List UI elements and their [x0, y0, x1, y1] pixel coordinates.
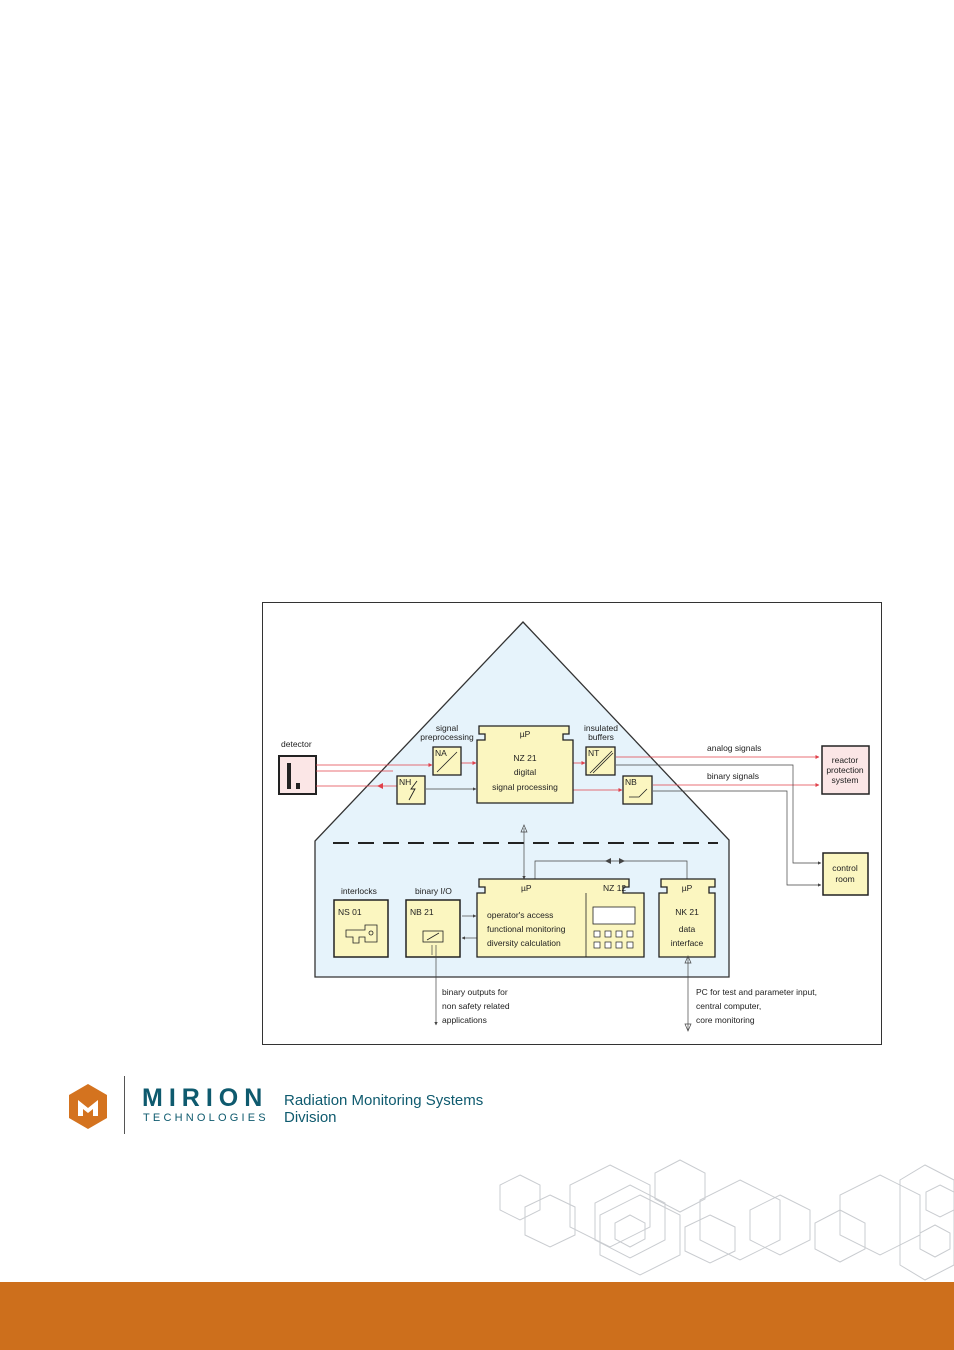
- diagram-svg: detector signal preprocessing NA NH µP N…: [278, 621, 870, 1032]
- nz12-display: [592, 906, 636, 925]
- nz21-label-1: NZ 21: [513, 753, 536, 763]
- brand-subtitle: TECHNOLOGIES: [143, 1112, 269, 1124]
- ns01-module: [333, 899, 389, 958]
- nk21-module: [658, 878, 716, 958]
- nz12-keypad: [593, 930, 634, 949]
- reactor-label-2: protection: [826, 765, 864, 775]
- reactor-label-1: reactor: [832, 755, 859, 765]
- control-room-box: [822, 852, 869, 896]
- nk21-label-3: interface: [671, 938, 704, 948]
- mirion-logo-icon: [69, 1084, 107, 1129]
- ns01-label: NS 01: [338, 907, 362, 917]
- nt-label: NT: [588, 748, 599, 758]
- nh-label: NH: [399, 777, 411, 787]
- nb-module: [622, 775, 653, 805]
- binary-io-label: binary I/O: [415, 886, 452, 896]
- system-block-diagram: detector signal preprocessing NA NH µP N…: [262, 602, 882, 1045]
- nt-module: [585, 746, 616, 776]
- division-title-line1: Radiation Monitoring Systems: [284, 1092, 484, 1109]
- analog-signals-label: analog signals: [707, 743, 761, 753]
- binary-signals-label: binary signals: [707, 771, 759, 781]
- binary-outputs-label-2: non safety related: [442, 1001, 510, 1011]
- pc-label-1: PC for test and parameter input,: [696, 987, 817, 997]
- footer-divider: [124, 1076, 125, 1134]
- hexagon-pattern-icon: [499, 1159, 954, 1281]
- functional-monitoring-label: functional monitoring: [487, 924, 566, 934]
- na-label: NA: [435, 748, 447, 758]
- nb-label: NB: [625, 777, 637, 787]
- insulated-label-2: buffers: [588, 732, 614, 742]
- bottom-color-band: [0, 1282, 954, 1350]
- nk21-mu-p: µP: [682, 883, 693, 893]
- nz21-mu-p: µP: [520, 729, 531, 739]
- nb21-label: NB 21: [410, 907, 434, 917]
- detector-label: detector: [281, 739, 312, 749]
- pc-label-2: central computer,: [696, 1001, 761, 1011]
- pc-label-3: core monitoring: [696, 1015, 755, 1025]
- binary-outputs-label-1: binary outputs for: [442, 987, 508, 997]
- insulated-label-1: insulated: [584, 723, 618, 733]
- reactor-protection-box: [821, 745, 870, 795]
- nz21-module: [476, 725, 574, 804]
- nh-module: [396, 775, 426, 805]
- control-label-1: control: [832, 863, 858, 873]
- key-switch-icon: [345, 924, 378, 944]
- division-title-line2: Division: [284, 1109, 337, 1126]
- binary-outputs-label-3: applications: [442, 1015, 487, 1025]
- diversity-calculation-label: diversity calculation: [487, 938, 561, 948]
- nb21-module: [405, 899, 461, 958]
- nz21-label-3: signal processing: [492, 782, 558, 792]
- signal-label-1: signal: [436, 723, 458, 733]
- reactor-label-3: system: [832, 775, 859, 785]
- interlocks-label: interlocks: [341, 886, 377, 896]
- nk21-label-2: data: [679, 924, 696, 934]
- operators-access-label: operator's access: [487, 910, 553, 920]
- control-label-2: room: [835, 874, 854, 884]
- brand-name: MIRION: [142, 1084, 269, 1112]
- nz12-label: NZ 12: [603, 883, 626, 893]
- signal-label-2: preprocessing: [420, 732, 474, 742]
- na-module: [432, 746, 462, 776]
- nk21-label-1: NK 21: [675, 907, 699, 917]
- relay-icon: [422, 930, 444, 943]
- nz21-label-2: digital: [514, 767, 536, 777]
- nz12-mu-p: µP: [521, 883, 532, 893]
- nz12-module: [476, 878, 645, 958]
